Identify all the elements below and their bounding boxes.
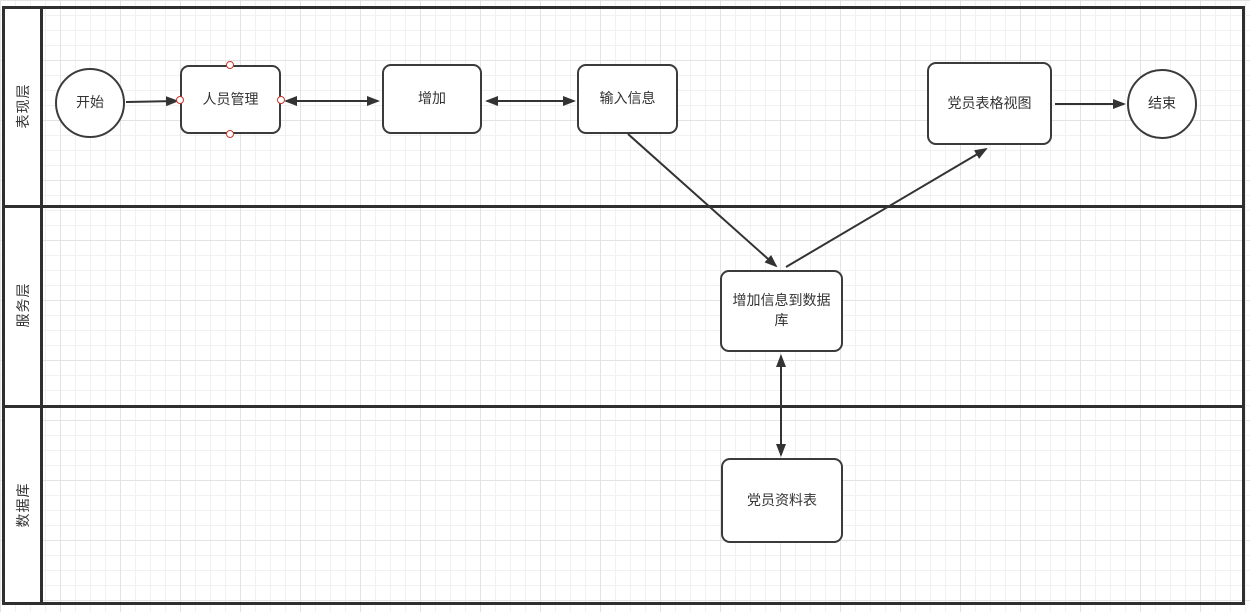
node-add[interactable]: 增加 [382, 64, 482, 134]
lane-divider-service [2, 205, 1245, 208]
connection-point-personnel-top[interactable] [226, 61, 234, 69]
lane-label-service: 服务层 [14, 282, 31, 328]
lane-label-database: 数据库 [14, 482, 31, 528]
node-personnel[interactable]: 人员管理 [180, 65, 281, 134]
node-data-table[interactable]: 党员资料表 [721, 458, 843, 543]
node-add-to-db[interactable]: 增加信息到数据库 [720, 270, 843, 352]
connection-point-personnel-bottom[interactable] [226, 130, 234, 138]
node-end[interactable]: 结束 [1127, 69, 1197, 139]
connection-point-personnel-right[interactable] [277, 96, 285, 104]
lane-divider-database [2, 405, 1245, 408]
edge-input-to-adddb[interactable] [627, 133, 778, 268]
lane-label-presentation: 表现层 [14, 83, 31, 128]
node-table-view[interactable]: 党员表格视图 [927, 62, 1052, 145]
node-start[interactable]: 开始 [55, 68, 125, 138]
edge-start-to-personnel[interactable] [125, 96, 179, 107]
edge-adddb-to-tableview[interactable] [785, 147, 988, 268]
node-input-info[interactable]: 输入信息 [577, 64, 678, 134]
swimlane-header-column[interactable] [2, 6, 43, 605]
connection-point-personnel-left[interactable] [176, 96, 184, 104]
